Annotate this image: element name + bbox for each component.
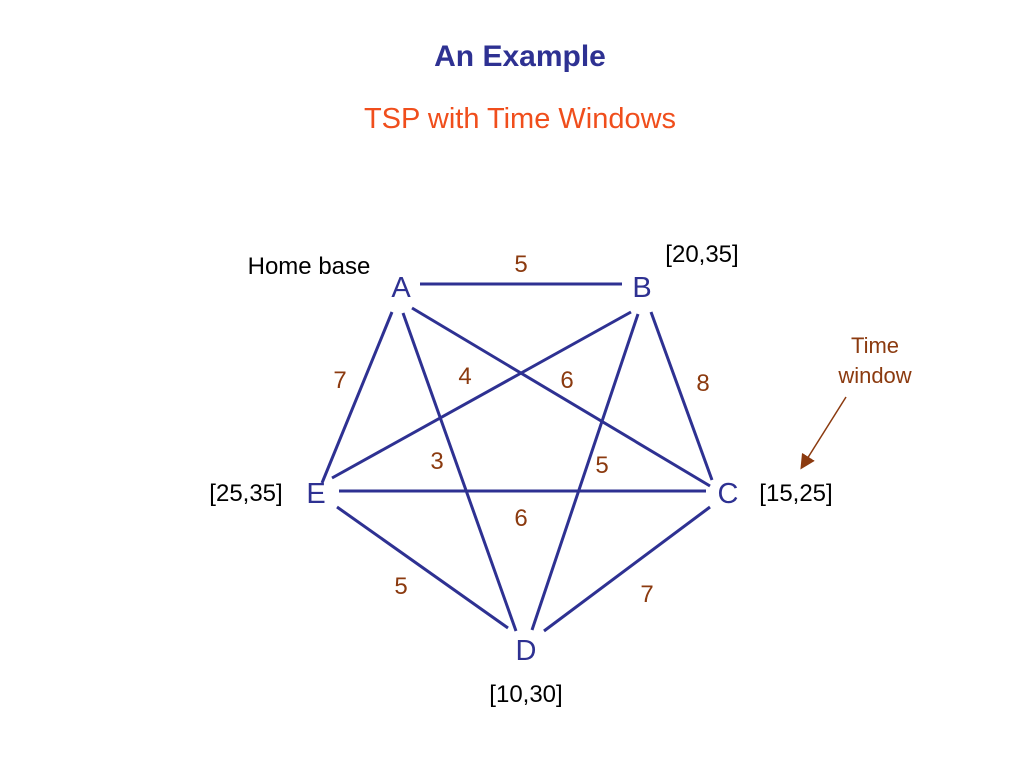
edges-layer bbox=[320, 282, 714, 633]
home-base-label: Home base bbox=[248, 253, 371, 280]
edge-b-c bbox=[649, 311, 714, 481]
edge-weight-b-e: 4 bbox=[458, 363, 471, 390]
edge-weight-a-c: 6 bbox=[560, 367, 573, 394]
edge-weight-a-b: 5 bbox=[514, 251, 527, 278]
time-window-e: [25,35] bbox=[209, 480, 282, 507]
edge-a-e bbox=[320, 311, 394, 484]
edge-weight-b-c: 8 bbox=[696, 370, 709, 397]
node-c: C bbox=[718, 478, 739, 510]
node-b: B bbox=[632, 272, 651, 304]
edge-c-d bbox=[543, 505, 711, 633]
time-window-annotation-line1: Time bbox=[851, 333, 899, 358]
slide-title: An Example bbox=[434, 40, 606, 73]
time-window-c: [15,25] bbox=[759, 480, 832, 507]
time-window-d: [10,30] bbox=[489, 681, 562, 708]
nodes-layer: A B C D E bbox=[306, 272, 738, 667]
edge-weight-e-d: 5 bbox=[394, 573, 407, 600]
edge-a-d bbox=[401, 312, 518, 632]
edge-b-d bbox=[530, 313, 640, 631]
edge-a-c bbox=[411, 306, 711, 488]
edge-e-d bbox=[336, 505, 509, 630]
edge-weight-b-d: 5 bbox=[595, 452, 608, 479]
slide-subtitle: TSP with Time Windows bbox=[364, 103, 676, 135]
time-window-b: [20,35] bbox=[665, 241, 738, 268]
edge-weight-a-d: 3 bbox=[430, 448, 443, 475]
time-window-annotation-line2: window bbox=[837, 363, 911, 388]
edge-b-e bbox=[331, 310, 632, 480]
annotation-arrow bbox=[800, 396, 847, 470]
weights-layer: 5 7 4 6 8 3 5 6 5 7 bbox=[333, 251, 709, 608]
edge-weight-c-d: 7 bbox=[640, 581, 653, 608]
edge-weight-e-c: 6 bbox=[514, 505, 527, 532]
node-a: A bbox=[391, 272, 411, 304]
edge-weight-a-e: 7 bbox=[333, 367, 346, 394]
node-d: D bbox=[516, 635, 537, 667]
node-e: E bbox=[306, 478, 325, 510]
